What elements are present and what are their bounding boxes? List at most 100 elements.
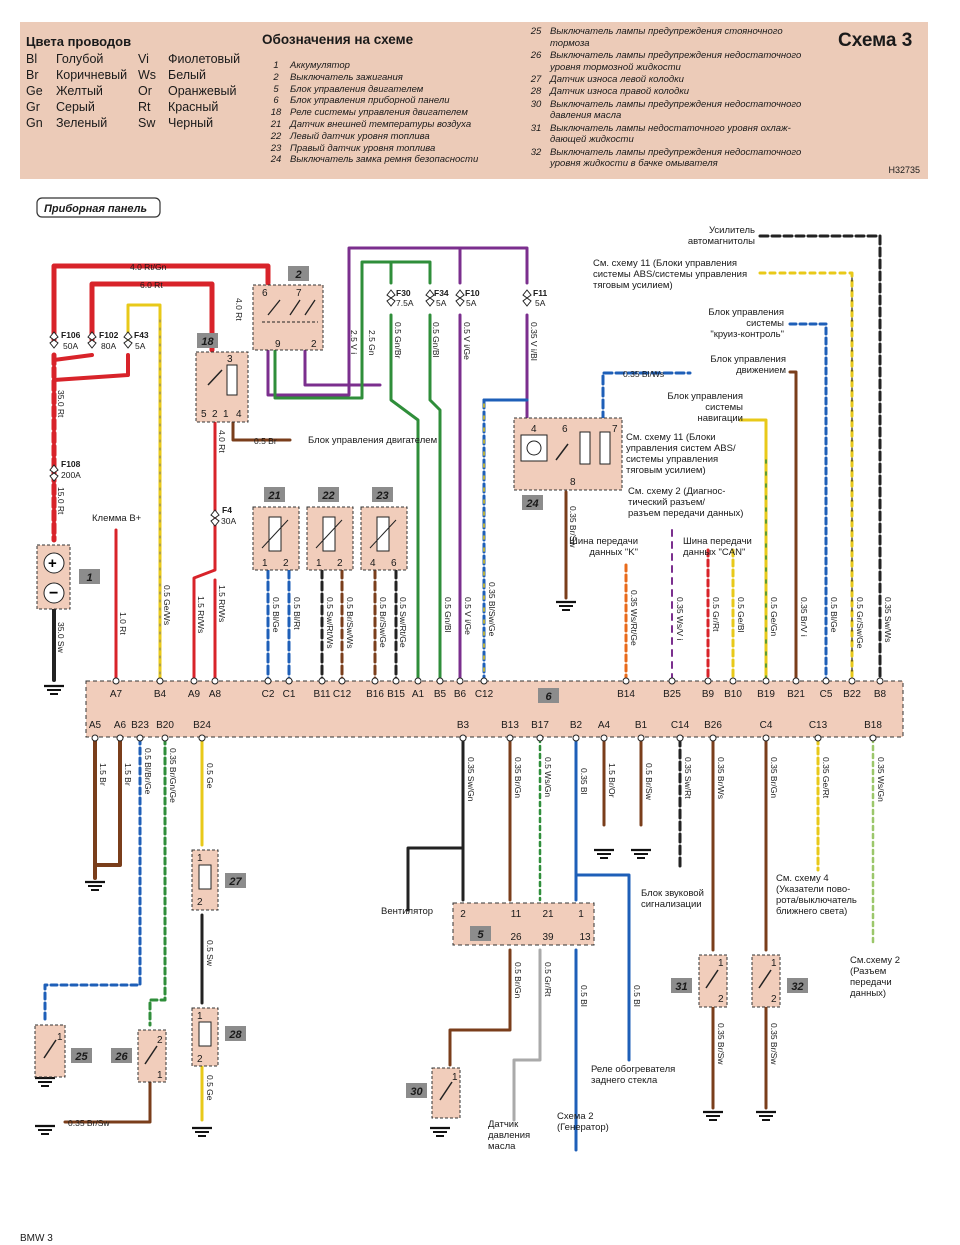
module-pin: 4	[531, 424, 537, 435]
relay-pin: 5	[201, 409, 207, 420]
component-number: 18	[201, 336, 214, 348]
annotation-data2: См.схему 2	[850, 955, 900, 966]
annotation-abs2: системы управления	[626, 454, 718, 465]
annotation-can: Шина передачи	[683, 536, 752, 547]
connector-pin-label: B13	[501, 720, 519, 731]
connector-pin-label: 21	[542, 909, 554, 920]
fuse-rating: 5A	[535, 298, 546, 308]
annotation-turn: (Указатели пово-	[776, 884, 850, 895]
fuse-rating: 30A	[221, 516, 236, 526]
annotation-abs1: тяговым усилием)	[593, 280, 673, 291]
component-badge	[79, 569, 100, 584]
wire-label: 0.5 Ge	[205, 763, 215, 789]
wire-label: 0.5 Gr/Sw/Ge	[855, 597, 865, 649]
wire-label: 0.35 Br/V i	[799, 597, 809, 637]
pin-node	[116, 734, 124, 742]
annotation-alarm: сигнализации	[641, 899, 702, 910]
connector-pin-label: A9	[188, 689, 201, 700]
component-number: 23	[375, 490, 388, 502]
component-number: 26	[114, 1051, 128, 1063]
right-pad-wear-sensor	[191, 1007, 219, 1067]
wire-label: 0.35 Bl/Ws	[623, 369, 664, 379]
pin-node	[392, 677, 400, 685]
wire-label: 1.5 Br	[123, 763, 133, 786]
connector-pin-label: B9	[702, 689, 715, 700]
annotation-diag: См. схему 2 (Диагнос-	[628, 486, 725, 497]
switch-pin: 7	[296, 288, 302, 299]
pin-node	[600, 734, 608, 742]
connector-pin-label: B5	[434, 689, 447, 700]
wire-label: 0.35 Br/Sw	[769, 1023, 779, 1065]
ground-symbol	[592, 848, 616, 860]
pin-node	[792, 677, 800, 685]
pin-node	[459, 734, 467, 742]
ground-symbol	[33, 1124, 57, 1136]
component-number: 21	[267, 490, 280, 502]
wire-label: 0.35 Sw/Gn	[466, 757, 476, 802]
annotation-diag: разъем передачи данных)	[628, 508, 743, 519]
wire-label: 0.5 Ge/Gn	[769, 597, 779, 636]
wire-label: 0.35 Ge/Rt	[821, 757, 831, 799]
connector-pin-label: A6	[114, 720, 127, 731]
outside-temp-sensor	[252, 506, 300, 571]
component-number: 22	[321, 490, 334, 502]
sensor-pin: 4	[370, 558, 376, 569]
component-badge	[264, 487, 285, 502]
fuse-symbol	[210, 509, 220, 527]
wire-label: 4.0 Rt/Gn	[130, 262, 167, 272]
ignition-switch	[252, 284, 324, 351]
annotation-amp: автомагнитолы	[688, 236, 755, 247]
component-number: 30	[410, 1086, 423, 1098]
wire-label: 0.5 Br	[254, 436, 277, 446]
pin-node	[456, 677, 464, 685]
pin-node	[436, 677, 444, 685]
legend-item-cont: тормоза	[550, 37, 590, 49]
fuse-rating: 80A	[101, 341, 116, 351]
legend-item-cont: уровня жидкости в бачке омывателя	[550, 158, 718, 170]
reference-code: H32735	[888, 165, 920, 175]
sensor-pin: 1	[316, 558, 322, 569]
annotation-nav: навигации	[698, 413, 743, 424]
connector-pin-label: C12	[475, 689, 494, 700]
sensor-pin: 2	[337, 558, 343, 569]
annotation-fan: Вентилятор	[381, 906, 433, 917]
pin-node	[676, 734, 684, 742]
pin-node	[112, 677, 120, 685]
component-badge	[406, 1083, 427, 1098]
pin-node	[637, 734, 645, 742]
legend-item-cont: дающей жидкости	[550, 134, 634, 146]
pin-node	[572, 734, 580, 742]
fuse-symbol	[425, 289, 435, 307]
component-number: 28	[228, 1029, 242, 1041]
annotation-nav: Блок управления	[667, 391, 743, 402]
fuse-symbol	[386, 289, 396, 307]
relay-pin: 3	[227, 354, 233, 365]
fuse-rating: 50A	[63, 341, 78, 351]
fuse-symbol	[49, 464, 59, 482]
connector-pin-label: A7	[110, 689, 123, 700]
pin-node	[729, 677, 737, 685]
fuse-id: F34	[434, 288, 449, 298]
parking-brake-switch	[34, 1024, 66, 1078]
ground-symbol	[554, 600, 578, 612]
pin-node	[668, 677, 676, 685]
module-pin: 8	[570, 477, 576, 488]
wire-label: 4.0 Rt	[217, 430, 227, 453]
annotations: Клемма B+Блок управления двигателемУсили…	[92, 225, 900, 1152]
fuse-rating: 5A	[466, 298, 477, 308]
fuse-id: F106	[61, 330, 81, 340]
wire-label: 0.5 Bl/Ge	[271, 597, 281, 633]
wire-label: 1.5 Rt/Ws	[196, 596, 206, 633]
annotation-cruise: "круиз-контроль"	[710, 329, 784, 340]
switch-pin: 1	[718, 958, 724, 969]
wire-label: 0.5 Bl	[579, 985, 589, 1007]
pin-node	[190, 677, 198, 685]
connector-pin-label: B17	[531, 720, 549, 731]
sensor-pin: 2	[283, 558, 289, 569]
connector-pin-label: A5	[89, 720, 102, 731]
